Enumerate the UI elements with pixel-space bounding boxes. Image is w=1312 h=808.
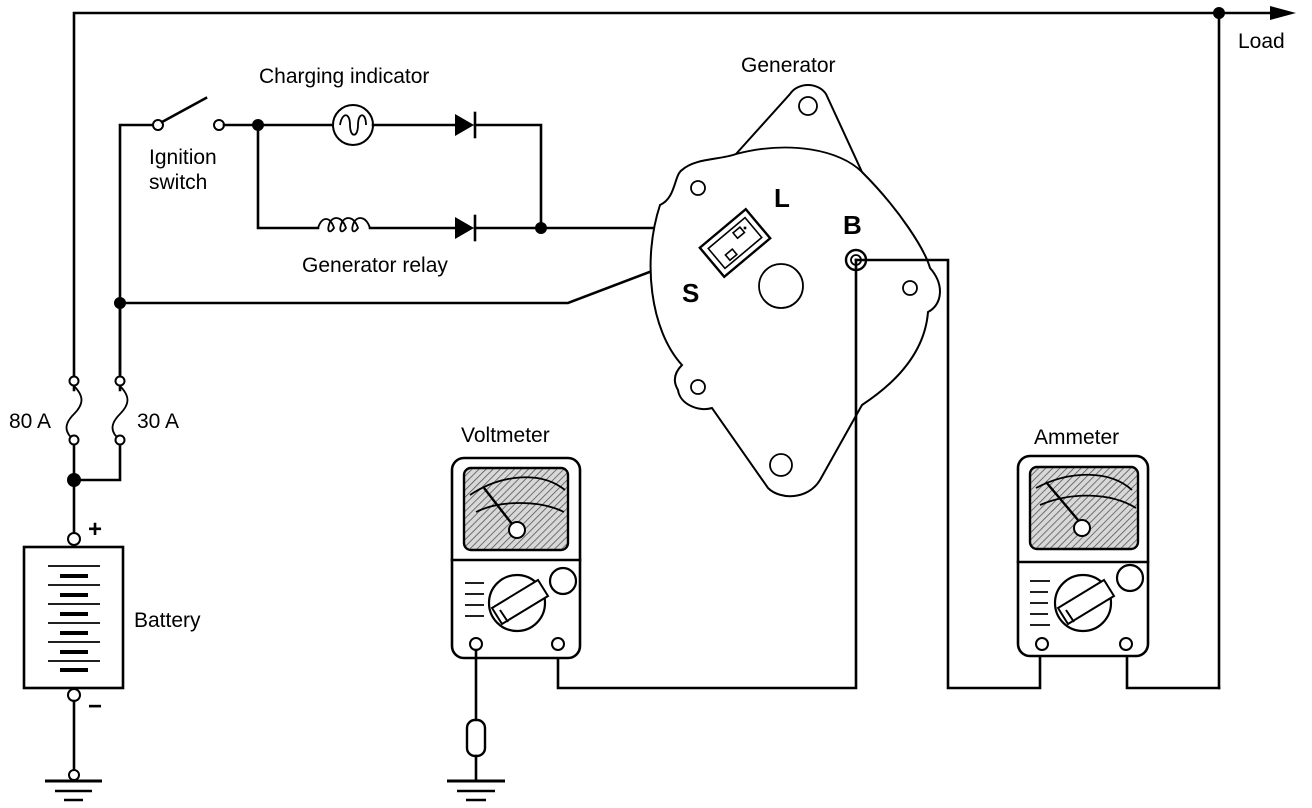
probe-clip-icon (465, 718, 487, 758)
shaft-icon (758, 263, 804, 309)
meter-needle-icon (1045, 481, 1079, 521)
ground-icon (45, 769, 102, 802)
generator (649, 84, 941, 498)
terminal-l-label: L (774, 183, 790, 213)
battery-minus-label: − (88, 693, 102, 720)
ammeter-terminal-neg (1035, 637, 1049, 651)
range-marks-icon (1030, 580, 1050, 626)
battery-cells-icon (48, 565, 100, 672)
voltmeter-terminal-neg (469, 637, 483, 651)
terminal-b-label: B (843, 210, 862, 240)
ignition-switch-label-line2: switch (149, 171, 207, 194)
ammeter-to-load-wire (1125, 641, 1221, 690)
ammeter-terminal-pos (1119, 637, 1133, 651)
battery (22, 478, 125, 802)
fuse-80a-label: 80 A (9, 410, 51, 433)
battery-label: Battery (134, 609, 201, 632)
mount-hole-icon (690, 379, 706, 395)
generator-label: Generator (741, 54, 836, 77)
load-arrow-icon (1270, 6, 1296, 20)
terminal-s-label: S (682, 278, 699, 308)
battery-positive-terminal (67, 532, 81, 546)
voltmeter-terminal-pos (551, 637, 565, 651)
zero-adjust-icon (1115, 563, 1145, 593)
generator-relay (256, 123, 457, 233)
meter-needle-icon (483, 487, 513, 525)
diode-icon (455, 114, 474, 136)
connector-ls (698, 207, 772, 279)
main-power-wire (72, 6, 1296, 690)
fuse-80a (65, 375, 83, 482)
ground-icon (447, 779, 505, 802)
diode-1 (455, 111, 543, 230)
ammeter-label: Ammeter (1034, 426, 1119, 449)
load-label: Load (1238, 30, 1285, 53)
relay-junction (535, 222, 547, 234)
b-to-voltmeter-wire (556, 258, 858, 690)
generator-relay-label: Generator relay (302, 254, 448, 277)
mount-hole-icon (798, 96, 818, 116)
fuse-30a-label: 30 A (137, 410, 179, 433)
b-to-ammeter-wire (854, 258, 1042, 690)
ammeter (1016, 454, 1150, 658)
range-marks-icon (465, 582, 484, 617)
range-knob-icon (1053, 573, 1116, 633)
coil-icon (317, 217, 371, 233)
battery-plus-label: + (88, 516, 102, 543)
voltmeter-label: Voltmeter (461, 424, 550, 447)
mount-hole-icon (690, 180, 706, 196)
charging-indicator (256, 104, 457, 146)
zero-adjust-icon (548, 566, 578, 596)
lamp-icon (332, 104, 374, 146)
mount-hole-icon (769, 453, 793, 477)
diode-icon (455, 217, 474, 239)
voltmeter (447, 456, 582, 802)
mount-hole-icon (902, 280, 918, 296)
ignition-switch[interactable] (118, 96, 260, 392)
ignition-switch-label-line1: Ignition (149, 146, 217, 169)
fuse-30a (72, 301, 129, 482)
range-knob-icon (487, 573, 550, 633)
charging-indicator-label: Charging indicator (259, 65, 429, 88)
battery-negative-terminal (67, 688, 81, 702)
meter-dial (462, 466, 570, 552)
meter-dial (1028, 465, 1140, 551)
